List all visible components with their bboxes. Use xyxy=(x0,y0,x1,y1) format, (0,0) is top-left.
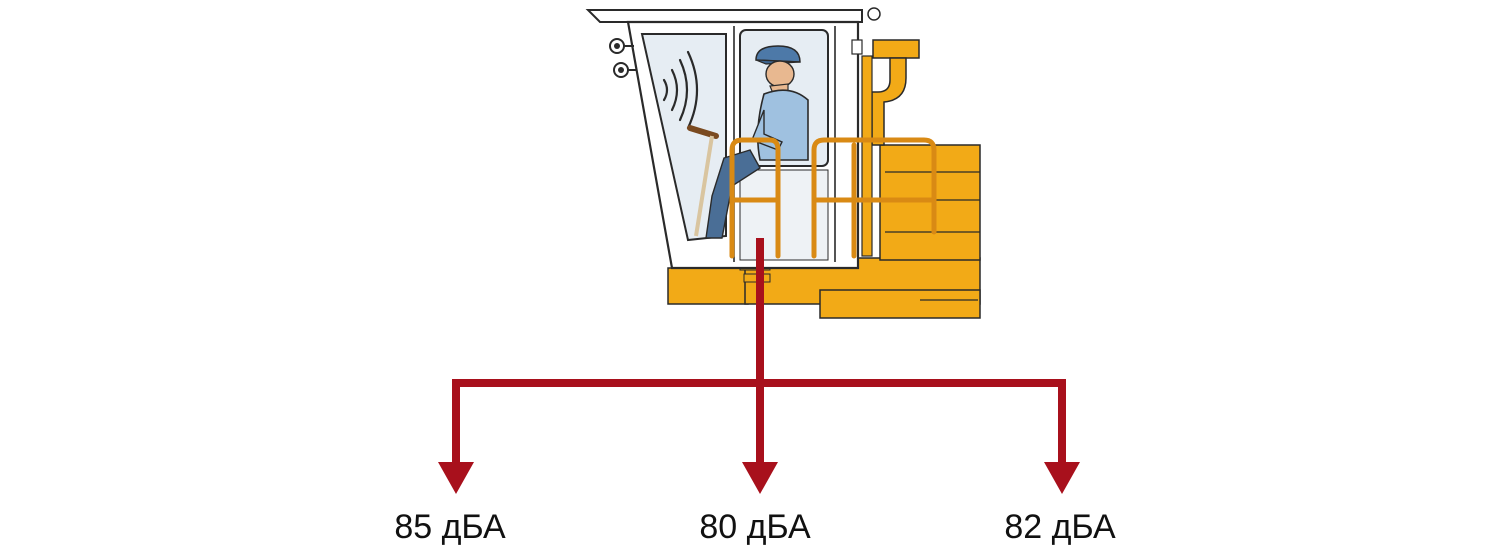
measurement-arrows xyxy=(438,238,1080,494)
vehicle xyxy=(588,8,980,318)
arrow-left-shaft xyxy=(452,379,460,471)
arrowhead-left xyxy=(438,462,474,494)
arrow-right-shaft xyxy=(1058,379,1066,471)
noise-level-right-label: 82 дБА xyxy=(960,508,1160,547)
noise-level-center-label: 80 дБА xyxy=(655,508,855,547)
arrow-trunk xyxy=(756,238,764,470)
arrowhead-right xyxy=(1044,462,1080,494)
noise-level-left-label: 85 дБА xyxy=(350,508,550,547)
arrowhead-center xyxy=(742,462,778,494)
arrow-crossbar xyxy=(452,379,1066,387)
